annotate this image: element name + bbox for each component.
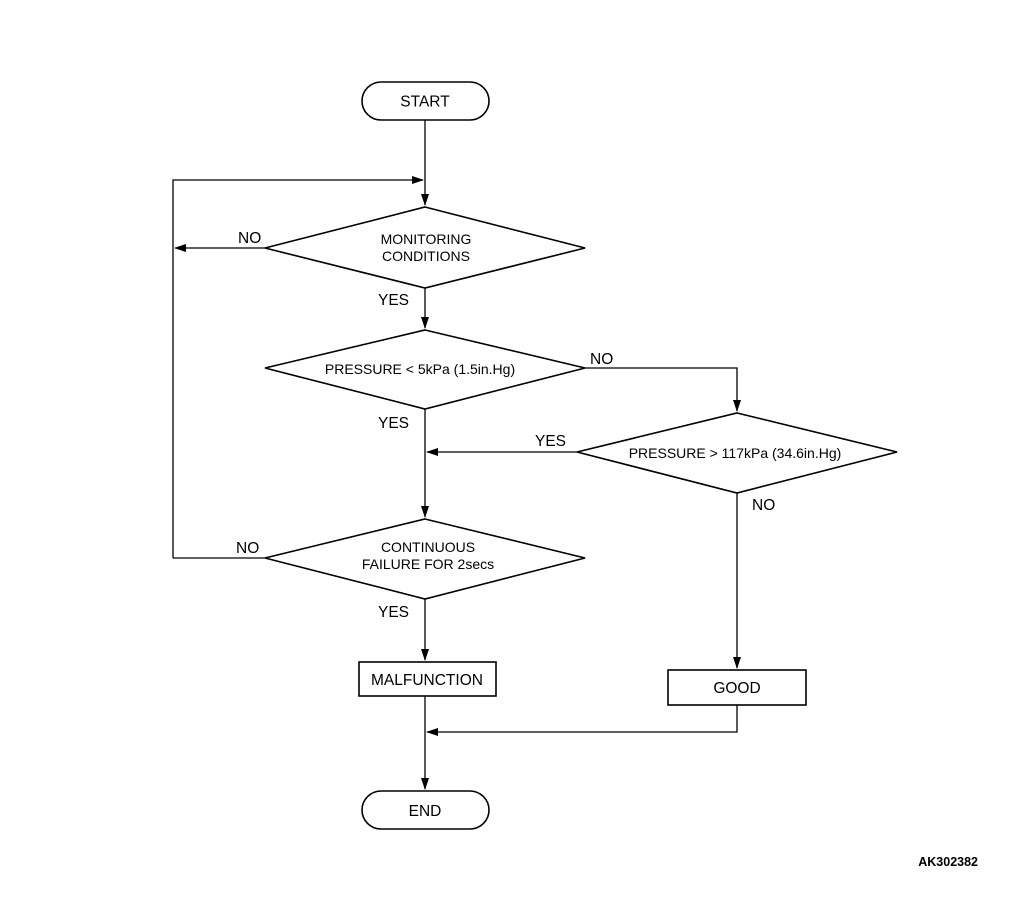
- label-pressure-low-no: NO: [590, 351, 613, 368]
- malfunction-shape: [358, 661, 497, 697]
- malfunction-label: MALFUNCTION: [371, 672, 483, 689]
- decision-monitoring-shape: [264, 206, 586, 289]
- decision-pressure-high: PRESSURE > 117kPa (34.6in.Hg): [576, 412, 898, 494]
- decision-continuous-shape: [264, 518, 586, 600]
- start-label: START: [400, 94, 450, 111]
- decision-pressure-low-shape: [264, 329, 586, 410]
- good-shape: [667, 669, 807, 706]
- decision-continuous-failure: CONTINUOUS FAILURE FOR 2secs: [264, 518, 586, 600]
- decision-pressure-high-shape: [576, 412, 898, 494]
- start-shape: [361, 81, 490, 121]
- connector-pressure-low-no: [585, 367, 741, 412]
- end-label: END: [409, 803, 442, 820]
- decision-continuous-line1: CONTINUOUS: [381, 539, 475, 555]
- flow-connectors: [172, 120, 741, 790]
- good-label: GOOD: [713, 680, 760, 697]
- label-pressure-high-no: NO: [752, 497, 775, 514]
- decision-pressure-low: PRESSURE < 5kPa (1.5in.Hg): [264, 329, 586, 410]
- decision-continuous-line2: FAILURE FOR 2secs: [362, 556, 494, 572]
- label-pressure-high-yes: YES: [535, 433, 566, 450]
- decision-pressure-low-label: PRESSURE < 5kPa (1.5in.Hg): [325, 361, 515, 377]
- label-pressure-low-yes: YES: [378, 415, 409, 432]
- label-monitoring-yes: YES: [378, 292, 409, 309]
- start-terminator: START: [361, 81, 490, 121]
- decision-monitoring-line1: MONITORING: [381, 231, 472, 247]
- decision-pressure-high-label: PRESSURE > 117kPa (34.6in.Hg): [629, 445, 842, 461]
- end-terminator: END: [361, 790, 490, 830]
- result-good: GOOD: [667, 669, 807, 706]
- branch-labels: NO YES NO YES YES NO NO YES: [236, 230, 775, 621]
- label-continuous-yes: YES: [378, 604, 409, 621]
- label-continuous-no: NO: [236, 540, 259, 557]
- result-malfunction: MALFUNCTION: [358, 661, 497, 697]
- label-monitoring-no: NO: [238, 230, 261, 247]
- end-shape: [361, 790, 490, 830]
- connector-good-to-join: [426, 705, 738, 736]
- connector-loop-back: [172, 176, 424, 558]
- reference-code: AK302382: [918, 855, 978, 869]
- decision-monitoring-conditions: MONITORING CONDITIONS: [264, 206, 586, 289]
- decision-monitoring-line2: CONDITIONS: [382, 248, 470, 264]
